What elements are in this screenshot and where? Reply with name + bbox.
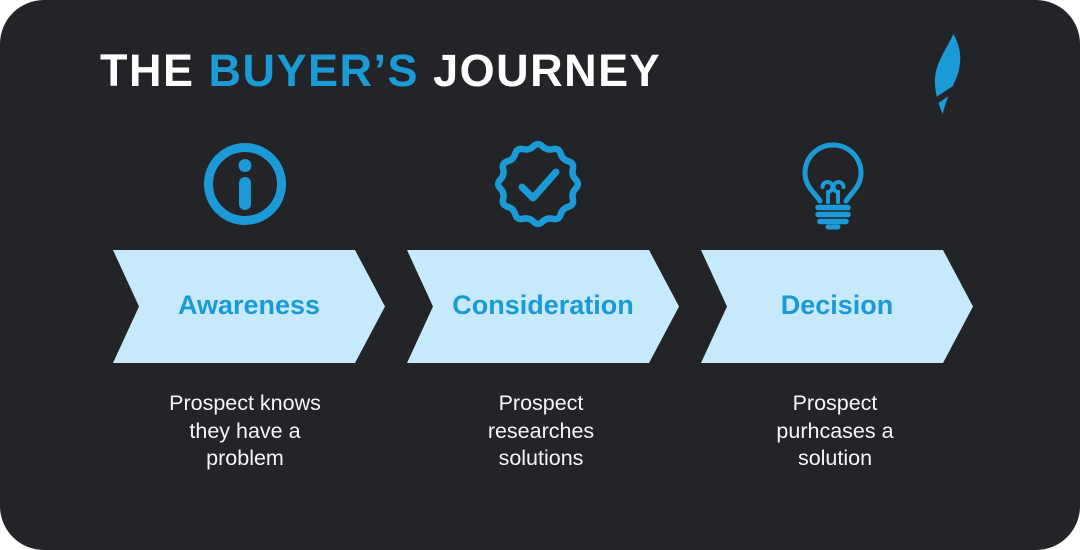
info-icon <box>193 132 297 236</box>
arrow-banner-shape <box>113 250 385 363</box>
title-highlight: BUYER’S <box>208 45 420 96</box>
badge-check-icon <box>486 132 590 236</box>
title-prefix: THE <box>100 45 209 96</box>
arrow-banner-shape <box>701 250 973 363</box>
flame-logo-icon <box>932 34 964 114</box>
stage-banner-consideration: Consideration <box>407 250 679 363</box>
stage-label-decision: Decision <box>780 290 894 320</box>
page-title: THE BUYER’S JOURNEY <box>100 46 661 96</box>
stage-label-consideration: Consideration <box>452 290 634 320</box>
stage-description-decision: Prospect purhcases a solution <box>776 391 894 471</box>
arrow-banner-shape <box>407 250 679 363</box>
stage-label-awareness: Awareness <box>177 290 321 320</box>
lightbulb-icon <box>781 132 885 236</box>
stage-description-consideration: Prospect researches solutions <box>487 391 595 471</box>
stage-description-awareness: Prospect knows they have a problem <box>169 391 321 471</box>
title-suffix: JOURNEY <box>419 45 662 96</box>
stage-banner-awareness: Awareness <box>113 250 385 363</box>
stage-banner-decision: Decision <box>701 250 973 363</box>
